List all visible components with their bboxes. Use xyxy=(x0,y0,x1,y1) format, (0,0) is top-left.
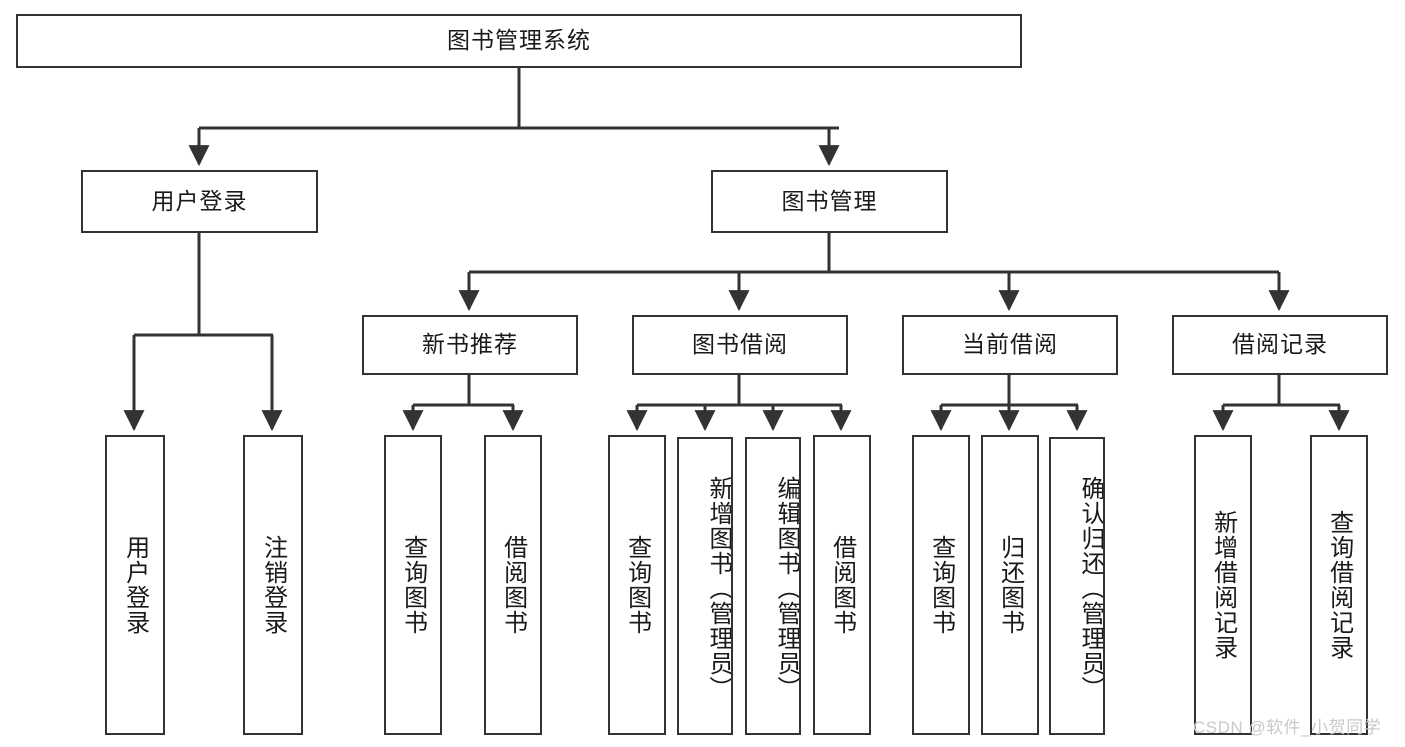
node-book-management[interactable]: 图书管理 xyxy=(711,170,948,233)
node-current-borrow[interactable]: 当前借阅 xyxy=(902,315,1118,375)
node-user-login[interactable]: 用户登录 xyxy=(81,170,318,233)
leaf-query-books-current[interactable]: 查询图书 xyxy=(912,435,970,735)
leaf-borrow-books[interactable]: 借阅图书 xyxy=(813,435,871,735)
leaf-logout[interactable]: 注销登录 xyxy=(243,435,303,735)
node-new-book-recommend[interactable]: 新书推荐 xyxy=(362,315,578,375)
leaf-borrow-books-recommend[interactable]: 借阅图书 xyxy=(484,435,542,735)
leaf-add-book-admin[interactable]: 新增图书（管理员） xyxy=(677,437,733,735)
node-root[interactable]: 图书管理系统 xyxy=(16,14,1022,68)
leaf-query-books-borrow[interactable]: 查询图书 xyxy=(608,435,666,735)
node-borrow-records[interactable]: 借阅记录 xyxy=(1172,315,1388,375)
leaf-edit-book-admin[interactable]: 编辑图书（管理员） xyxy=(745,437,801,735)
leaf-return-books[interactable]: 归还图书 xyxy=(981,435,1039,735)
leaf-confirm-return-admin[interactable]: 确认归还（管理员） xyxy=(1049,437,1105,735)
node-book-borrow[interactable]: 图书借阅 xyxy=(632,315,848,375)
watermark-text: CSDN @软件_小贺同学 xyxy=(1193,718,1382,737)
leaf-query-books-recommend[interactable]: 查询图书 xyxy=(384,435,442,735)
leaf-user-login[interactable]: 用户登录 xyxy=(105,435,165,735)
leaf-add-borrow-record[interactable]: 新增借阅记录 xyxy=(1194,435,1252,735)
leaf-query-borrow-record[interactable]: 查询借阅记录 xyxy=(1310,435,1368,735)
